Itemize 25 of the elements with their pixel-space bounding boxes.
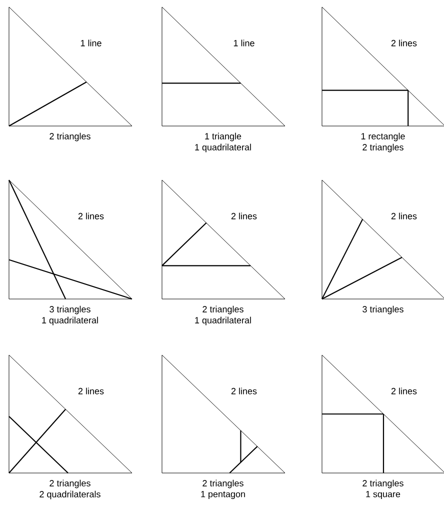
- caption: 2 triangles: [202, 480, 244, 488]
- line-count-label: 1 line: [234, 40, 254, 46]
- caption: 2 quadrilaterals: [40, 490, 100, 500]
- caption: 3 triangles: [50, 306, 90, 314]
- caption: 2 triangles: [202, 306, 244, 314]
- caption: 1 quadrilateral: [195, 316, 251, 326]
- line-count-label: 2 lines: [231, 388, 257, 394]
- caption: 1 triangle: [205, 132, 242, 142]
- caption: 2 triangles: [362, 480, 404, 488]
- caption: 2 triangles: [50, 480, 90, 488]
- line-count-label: 2 lines: [78, 212, 104, 220]
- caption: 1 quadrilateral: [195, 144, 251, 152]
- line-count-label: 2 lines: [391, 212, 417, 220]
- caption: 2 triangles: [362, 144, 404, 152]
- line-count-label: 2 lines: [391, 40, 417, 46]
- caption: 1 rectangle: [361, 132, 405, 142]
- caption: 1 pentagon: [201, 490, 245, 500]
- line-count-label: 2 lines: [391, 388, 417, 394]
- caption: 1 quadrilateral: [42, 316, 98, 326]
- caption: 2 triangles: [50, 132, 90, 142]
- caption: 1 square: [366, 490, 400, 500]
- line-count-label: 2 lines: [231, 212, 257, 220]
- caption: 3 triangles: [362, 306, 404, 314]
- line-count-label: 2 lines: [78, 388, 104, 394]
- line-count-label: 1 line: [80, 40, 102, 46]
